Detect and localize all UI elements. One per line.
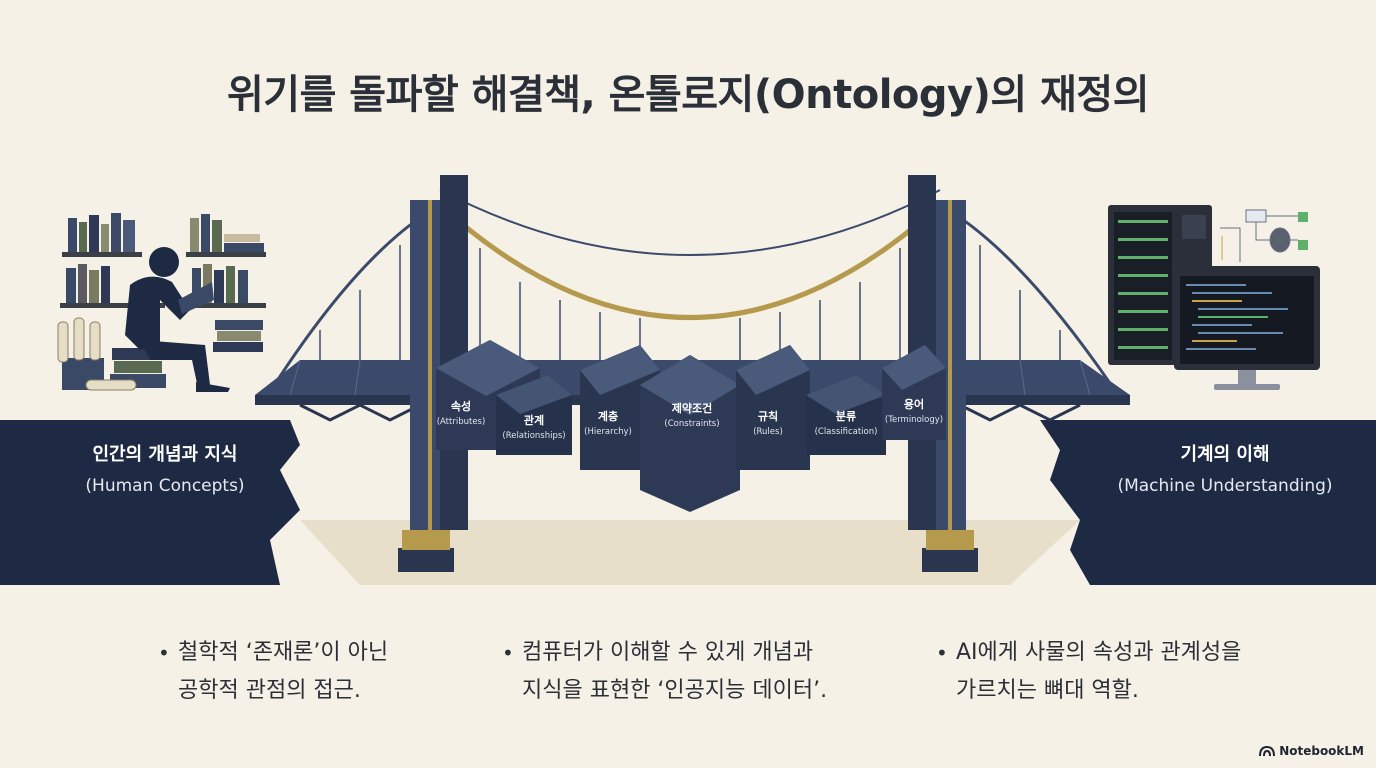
bullet-line: 공학적 관점의 접근. [178,678,361,703]
block-hierarchy: 계층(Hierarchy) [584,410,632,437]
human-concepts-title: 인간의 개념과 지식 [92,444,238,465]
block-attributes: 속성(Attributes) [436,400,486,427]
brand-label: NotebookLM [1279,744,1364,758]
block-relationships: 관계(Relationships) [502,414,566,441]
human-concepts-label: 인간의 개념과 지식 (Human Concepts) [50,440,280,496]
block-rules: 규칙(Rules) [753,410,783,437]
reading-person-icon [125,247,230,392]
bullet-line: AI에게 사물의 속성과 관계성을 [956,640,1242,665]
page-title: 위기를 돌파할 해결책, 온톨로지(Ontology)의 재정의 [226,72,1150,118]
monitor-icon [1174,266,1320,390]
bullet-item-2: • 컴퓨터가 이해할 수 있게 개념과 지식을 표현한 ‘인공지능 데이터’. [502,634,828,710]
bullet-marker: • [158,641,170,665]
bullet-item-1: • 철학적 ‘존재론’이 아닌 공학적 관점의 접근. [158,634,389,710]
machine-understanding-title: 기계의 이해 [1180,444,1270,465]
bookshelf-icon [57,213,266,391]
block-classification: 분류(Classification) [814,410,878,437]
bullet-line: 지식을 표현한 ‘인공지능 데이터’. [522,678,828,703]
bullet-marker: • [502,641,514,665]
machine-understanding-label: 기계의 이해 (Machine Understanding) [1100,440,1350,496]
bullet-marker: • [936,641,948,665]
left-cliff [0,420,300,585]
block-constraints: 제약조건(Constraints) [664,402,720,429]
bullet-line: 컴퓨터가 이해할 수 있게 개념과 [522,640,814,665]
bullet-line: 가르치는 뼈대 역할. [956,678,1139,703]
right-cliff [1040,420,1376,585]
left-tower [398,175,468,572]
network-diagram-icon [1220,209,1308,262]
notebooklm-brand: NotebookLM [1259,744,1364,758]
ontology-blocks [436,340,946,512]
block-terminology: 용어(Terminology) [884,398,944,425]
human-concepts-subtitle: (Human Concepts) [85,476,245,496]
bullet-item-3: • AI에게 사물의 속성과 관계성을 가르치는 뼈대 역할. [936,634,1242,710]
notebooklm-logo-icon [1259,745,1276,757]
main-cable [438,203,942,320]
machine-understanding-subtitle: (Machine Understanding) [1117,476,1333,496]
bullet-line: 철학적 ‘존재론’이 아닌 [178,640,389,665]
